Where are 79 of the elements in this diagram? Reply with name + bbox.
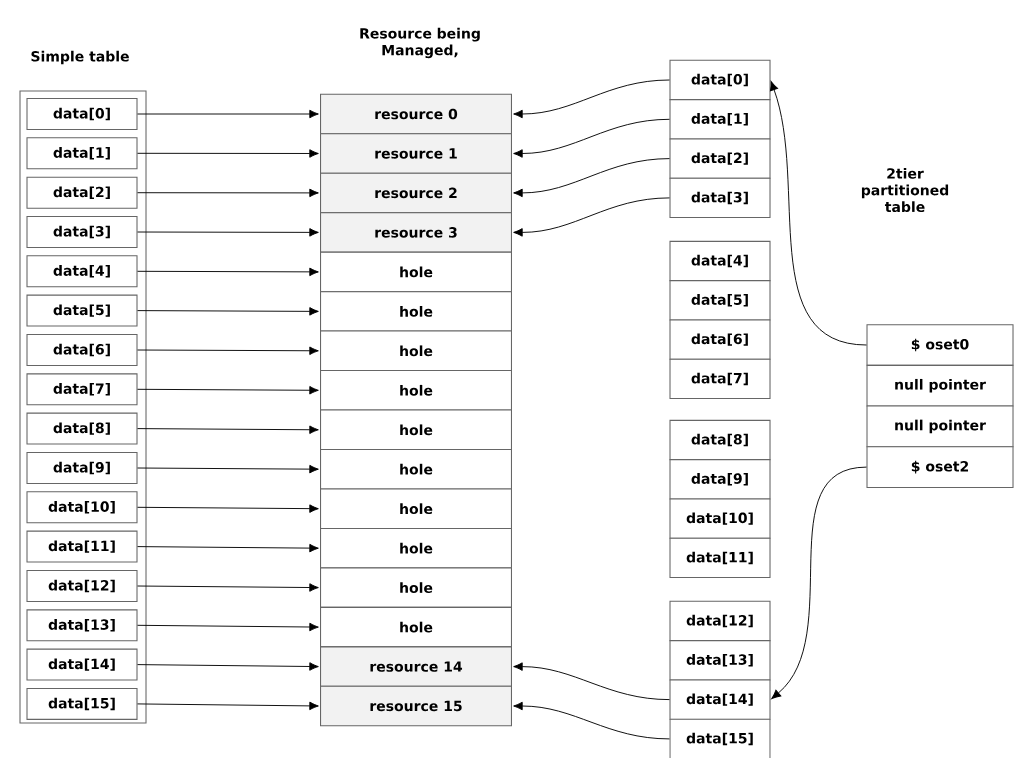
arrow: [137, 228, 319, 237]
table-cell: data[12]: [26, 570, 138, 602]
table-cell: data[3]: [26, 216, 138, 248]
table-cell: hole: [320, 527, 512, 569]
table-cell: data[7]: [669, 358, 771, 400]
arrow: [137, 622, 319, 632]
arrow: [137, 425, 319, 434]
arrow: [771, 466, 867, 699]
table-cell: hole: [320, 567, 512, 608]
table-cell: $ oset2: [866, 446, 1014, 488]
table-cell: data[5]: [669, 280, 771, 321]
arrow: [513, 701, 670, 740]
table-cell: data[1]: [26, 137, 138, 170]
table-cell: hole: [320, 448, 512, 490]
table-cell: resource 3: [320, 212, 512, 253]
heading: 2tier partitioned table: [861, 167, 949, 213]
table-cell: data[10]: [669, 498, 771, 539]
table-cell: hole: [320, 370, 512, 411]
table-cell: hole: [320, 251, 512, 293]
arrow: [137, 583, 319, 592]
table-cell: data[15]: [26, 687, 138, 720]
table-cell: $ oset0: [866, 324, 1014, 366]
table-cell: data[7]: [26, 373, 138, 406]
table-cell: data[0]: [26, 98, 138, 130]
table-cell: data[13]: [26, 609, 138, 642]
table-cell: hole: [320, 291, 512, 332]
table-cell: data[6]: [669, 319, 771, 360]
table-cell: hole: [320, 330, 512, 372]
table-cell: data[9]: [669, 459, 771, 500]
arrow: [137, 307, 319, 316]
arrow: [137, 504, 319, 513]
table-cell: hole: [320, 409, 512, 451]
arrow: [137, 267, 319, 277]
arrow: [770, 81, 867, 346]
table-cell: resource 15: [320, 685, 512, 727]
table-cell: data[11]: [669, 537, 771, 579]
table-cell: data[9]: [26, 452, 138, 484]
arrow: [513, 158, 670, 198]
arrow: [137, 464, 319, 474]
table-cell: data[8]: [669, 419, 771, 461]
table-cell: data[8]: [26, 412, 138, 445]
table-cell: data[12]: [669, 600, 771, 642]
table-cell: data[14]: [26, 648, 138, 681]
table-cell: resource 1: [320, 133, 512, 174]
arrow: [137, 346, 319, 355]
arrow: [513, 197, 670, 237]
table-cell: resource 2: [320, 172, 512, 214]
table-cell: resource 14: [320, 646, 512, 687]
table-cell: data[2]: [26, 176, 138, 209]
arrow: [137, 662, 319, 671]
arrow: [137, 543, 319, 553]
arrow: [137, 149, 319, 158]
table-cell: data[10]: [26, 491, 138, 524]
table-cell: data[1]: [669, 99, 771, 140]
table-cell: data[6]: [26, 334, 138, 366]
arrow: [513, 118, 670, 158]
arrow: [137, 701, 319, 711]
arrow: [137, 386, 319, 395]
table-cell: hole: [320, 488, 512, 529]
table-heading: Simple table: [31, 50, 129, 65]
table-cell: data[4]: [669, 240, 771, 282]
table-cell: hole: [320, 606, 512, 648]
table-cell: data[15]: [669, 718, 771, 758]
table-cell: data[4]: [26, 255, 138, 288]
arrow: [513, 662, 670, 701]
table-cell: null pointer: [866, 405, 1014, 448]
table-cell: data[14]: [669, 679, 771, 720]
table-cell: data[13]: [669, 640, 771, 681]
arrow: [513, 79, 670, 119]
table-cell: resource 0: [320, 93, 512, 135]
table-cell: null pointer: [866, 364, 1014, 407]
heading: Resource being Managed,: [360, 27, 480, 59]
table-cell: data[0]: [669, 59, 771, 101]
table-cell: data[3]: [669, 177, 771, 219]
table-cell: data[5]: [26, 294, 138, 327]
table-cell: data[2]: [669, 138, 771, 179]
table-cell: data[11]: [26, 530, 138, 563]
arrow: [137, 109, 319, 119]
arrow: [137, 188, 319, 198]
